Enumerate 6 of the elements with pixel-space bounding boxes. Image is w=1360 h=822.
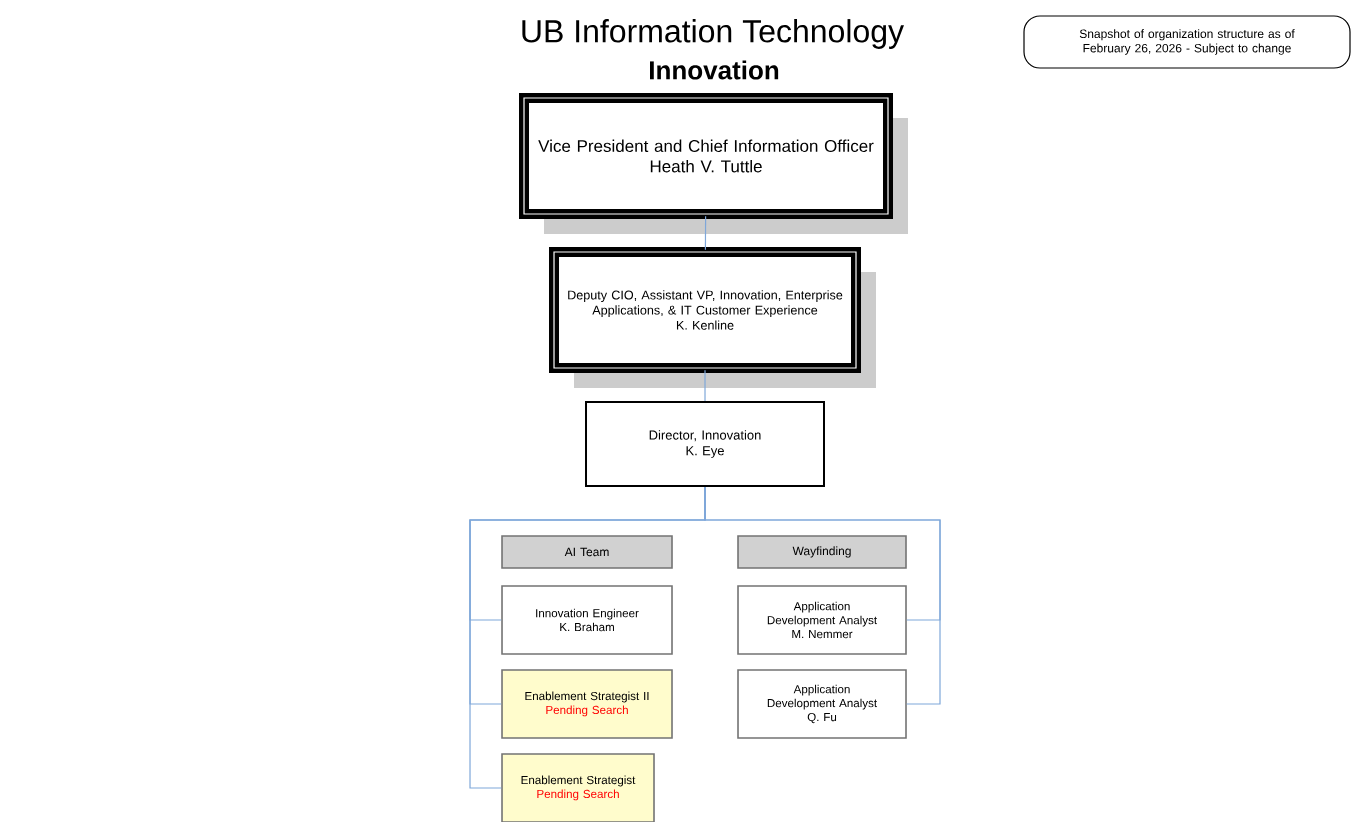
title: UB Information Technology <box>522 19 904 49</box>
connector-line <box>704 486 941 705</box>
position-box: Vice President and Chief Information Officer Heath V. Tuttle <box>519 93 908 234</box>
connector-line <box>704 215 707 251</box>
subtitle: Innovation <box>650 60 779 80</box>
connector-line <box>704 369 706 402</box>
